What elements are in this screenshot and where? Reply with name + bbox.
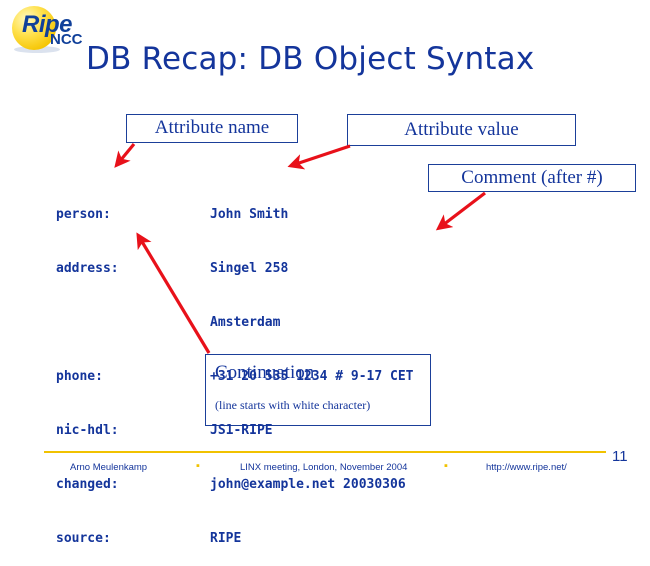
callout-comment: Comment (after #) — [428, 164, 636, 192]
db-object-listing: person: John Smith address: Singel 258 Ams… — [56, 170, 414, 566]
footer-author: Arno Meulenkamp — [70, 462, 148, 473]
db-object-key: source: — [56, 531, 111, 546]
footer-url[interactable]: http://www.ripe.net/ — [486, 462, 567, 473]
db-object-row: source: RIPE — [56, 530, 414, 548]
db-object-value: John Smith — [210, 207, 289, 222]
callout-attribute-name-label: Attribute name — [154, 117, 270, 139]
footer-event: LINX meeting, London, November 2004 — [240, 462, 408, 473]
footer-divider — [44, 451, 606, 453]
logo-sphere-icon — [12, 6, 56, 50]
callout-continuation-subtitle: (line starts with white character) — [215, 397, 371, 412]
footer-separator-icon: ▪ — [196, 460, 200, 472]
callout-comment-label: Comment (after #) — [461, 166, 603, 188]
callout-attribute-value: Attribute value — [347, 114, 576, 146]
footer: Arno Meulenkamp ▪ LINX meeting, London, … — [44, 460, 606, 478]
db-object-row: address: Singel 258 — [56, 260, 414, 278]
arrow-comment — [435, 191, 486, 231]
db-object-row: phone: +31 20 535 1234 # 9-17 CET — [56, 368, 414, 386]
logo-suffix: NCC — [50, 31, 83, 48]
db-object-value: Amsterdam — [210, 315, 281, 330]
db-object-row: person: John Smith — [56, 206, 414, 224]
arrow-attribute-name — [114, 142, 136, 168]
callout-continuation: Continuation (line starts with white cha… — [205, 354, 431, 426]
callout-continuation-title: Continuation — [215, 362, 315, 383]
db-object-key: nic-hdl: — [56, 423, 119, 438]
db-object-value: john@example.net 20030306 — [210, 477, 406, 492]
db-object-key: person: — [56, 207, 111, 222]
db-object-value: RIPE — [210, 531, 242, 546]
db-object-key: changed: — [56, 477, 119, 492]
db-object-value: +31 20 535 1234 # 9-17 CET — [210, 369, 414, 384]
db-object-row: Amsterdam — [56, 314, 414, 332]
footer-separator-icon: ▪ — [444, 460, 448, 472]
db-object-row: nic-hdl: JS1-RIPE — [56, 422, 414, 440]
db-object-key: phone: — [56, 369, 103, 384]
callout-attribute-value-label: Attribute value — [404, 118, 519, 140]
logo-wordmark: Ripe — [22, 11, 73, 38]
ripe-ncc-logo: Ripe NCC — [6, 4, 90, 58]
db-object-key: address: — [56, 261, 119, 276]
page-title: DB Recap: DB Object Syntax — [86, 41, 535, 77]
db-object-value: Singel 258 — [210, 261, 289, 276]
db-object-value: JS1-RIPE — [210, 423, 273, 438]
arrow-attribute-value — [287, 144, 351, 170]
page-number: 11 — [612, 448, 628, 465]
db-object-row: changed: john@example.net 20030306 — [56, 476, 414, 494]
callout-attribute-name: Attribute name — [126, 114, 298, 143]
